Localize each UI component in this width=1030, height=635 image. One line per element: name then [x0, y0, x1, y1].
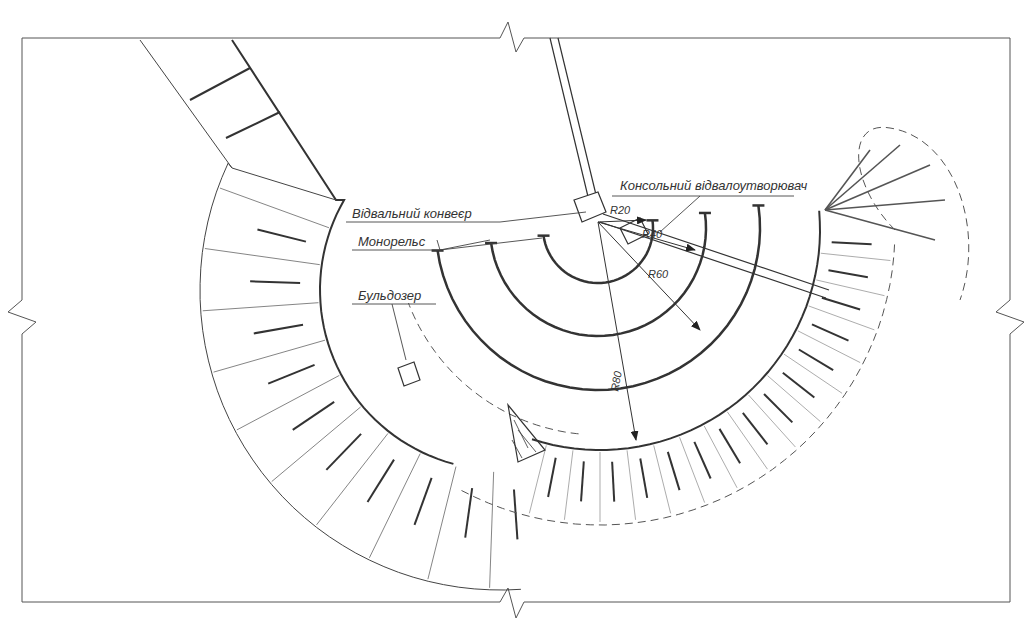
rail-end: [752, 204, 764, 207]
slope-divider: [809, 306, 875, 330]
monorail-arc: [438, 206, 760, 391]
spreader-fan: [825, 145, 900, 210]
callout-label: Відвальний конвеєр: [350, 206, 474, 221]
slope-divider: [627, 450, 636, 519]
slope-tick: [368, 460, 394, 502]
slope-tick: [812, 324, 849, 340]
spreader-fan: [825, 200, 945, 210]
bulldozer: [398, 362, 420, 386]
leader-line: [346, 196, 794, 360]
dump-pile: [140, 40, 969, 590]
callout-label: Бульдозер: [356, 288, 423, 303]
slope-tick: [764, 394, 792, 422]
rail-end: [538, 234, 550, 237]
slope-divider: [816, 280, 884, 296]
conveyor: [550, 38, 606, 222]
pile-crest: [232, 40, 453, 464]
rail-end: [699, 212, 711, 215]
slope-divider: [428, 467, 456, 580]
slope-divider: [704, 426, 737, 488]
slope-tick: [254, 325, 303, 334]
slope-tick: [694, 442, 710, 479]
slope-tick: [268, 365, 314, 384]
pile-edge: [232, 168, 336, 200]
slope-tick: [612, 462, 614, 502]
slope-tick: [581, 461, 584, 501]
slope-tick: [548, 458, 556, 497]
monorail-arc: [491, 213, 706, 336]
monorail: [432, 205, 765, 390]
slope-tick: [719, 429, 740, 463]
slope-divider: [203, 303, 319, 311]
slope-divider: [784, 354, 842, 393]
rail-end: [646, 219, 658, 222]
slope-divider: [317, 433, 388, 524]
frame: [8, 22, 1024, 618]
slope-divider: [600, 452, 601, 522]
radius-dimension-text: R40: [640, 228, 664, 241]
slope-divider: [749, 395, 796, 447]
slope-divider: [237, 375, 339, 429]
slope-tick: [832, 242, 872, 244]
slope-tick: [257, 230, 306, 242]
slope-divider: [369, 454, 420, 558]
slope-divider: [680, 437, 705, 502]
slope-tick: [668, 452, 680, 490]
slope-tick: [514, 490, 517, 540]
slope-tick: [640, 458, 647, 497]
radius-dimension-text: R20: [608, 204, 632, 217]
new-pile-outer: [462, 240, 895, 525]
radius-dimension-text: R60: [646, 268, 670, 281]
slope-divider: [798, 331, 860, 363]
slope-tick: [743, 413, 768, 445]
slope-tick: [799, 349, 833, 370]
new-pile-crest: [532, 211, 820, 450]
radius-dimension: [598, 220, 700, 440]
slope-tick: [414, 478, 431, 525]
slope-divider: [821, 253, 891, 260]
slope-divider: [564, 450, 573, 519]
slope-divider: [220, 188, 329, 228]
callout-label: Монорельс: [356, 234, 427, 249]
slope-tick: [822, 298, 860, 310]
pile-outer-edge: [140, 40, 521, 590]
slope-tick: [250, 281, 300, 283]
cantilever-spreader: [600, 214, 829, 298]
slope-divider: [272, 407, 361, 482]
slope-tick: [828, 270, 867, 277]
slope-tick: [293, 402, 334, 430]
slope-tick: [465, 488, 472, 538]
spreader-cone: [859, 127, 969, 300]
slope-tick: [783, 373, 815, 398]
slope-tick: [190, 68, 280, 138]
slope-tick: [326, 434, 361, 470]
radius-dimension-text: R80: [608, 368, 625, 394]
slope-divider: [490, 472, 494, 588]
slope-divider: [205, 249, 320, 265]
spreader-fan: [825, 210, 935, 240]
monorail-arc: [544, 220, 654, 283]
callout-label: Консольний відвалоутворювач: [618, 178, 809, 193]
new-pile-edge: [407, 300, 582, 434]
slope-divider: [727, 412, 767, 469]
slope-notch: [508, 405, 545, 462]
